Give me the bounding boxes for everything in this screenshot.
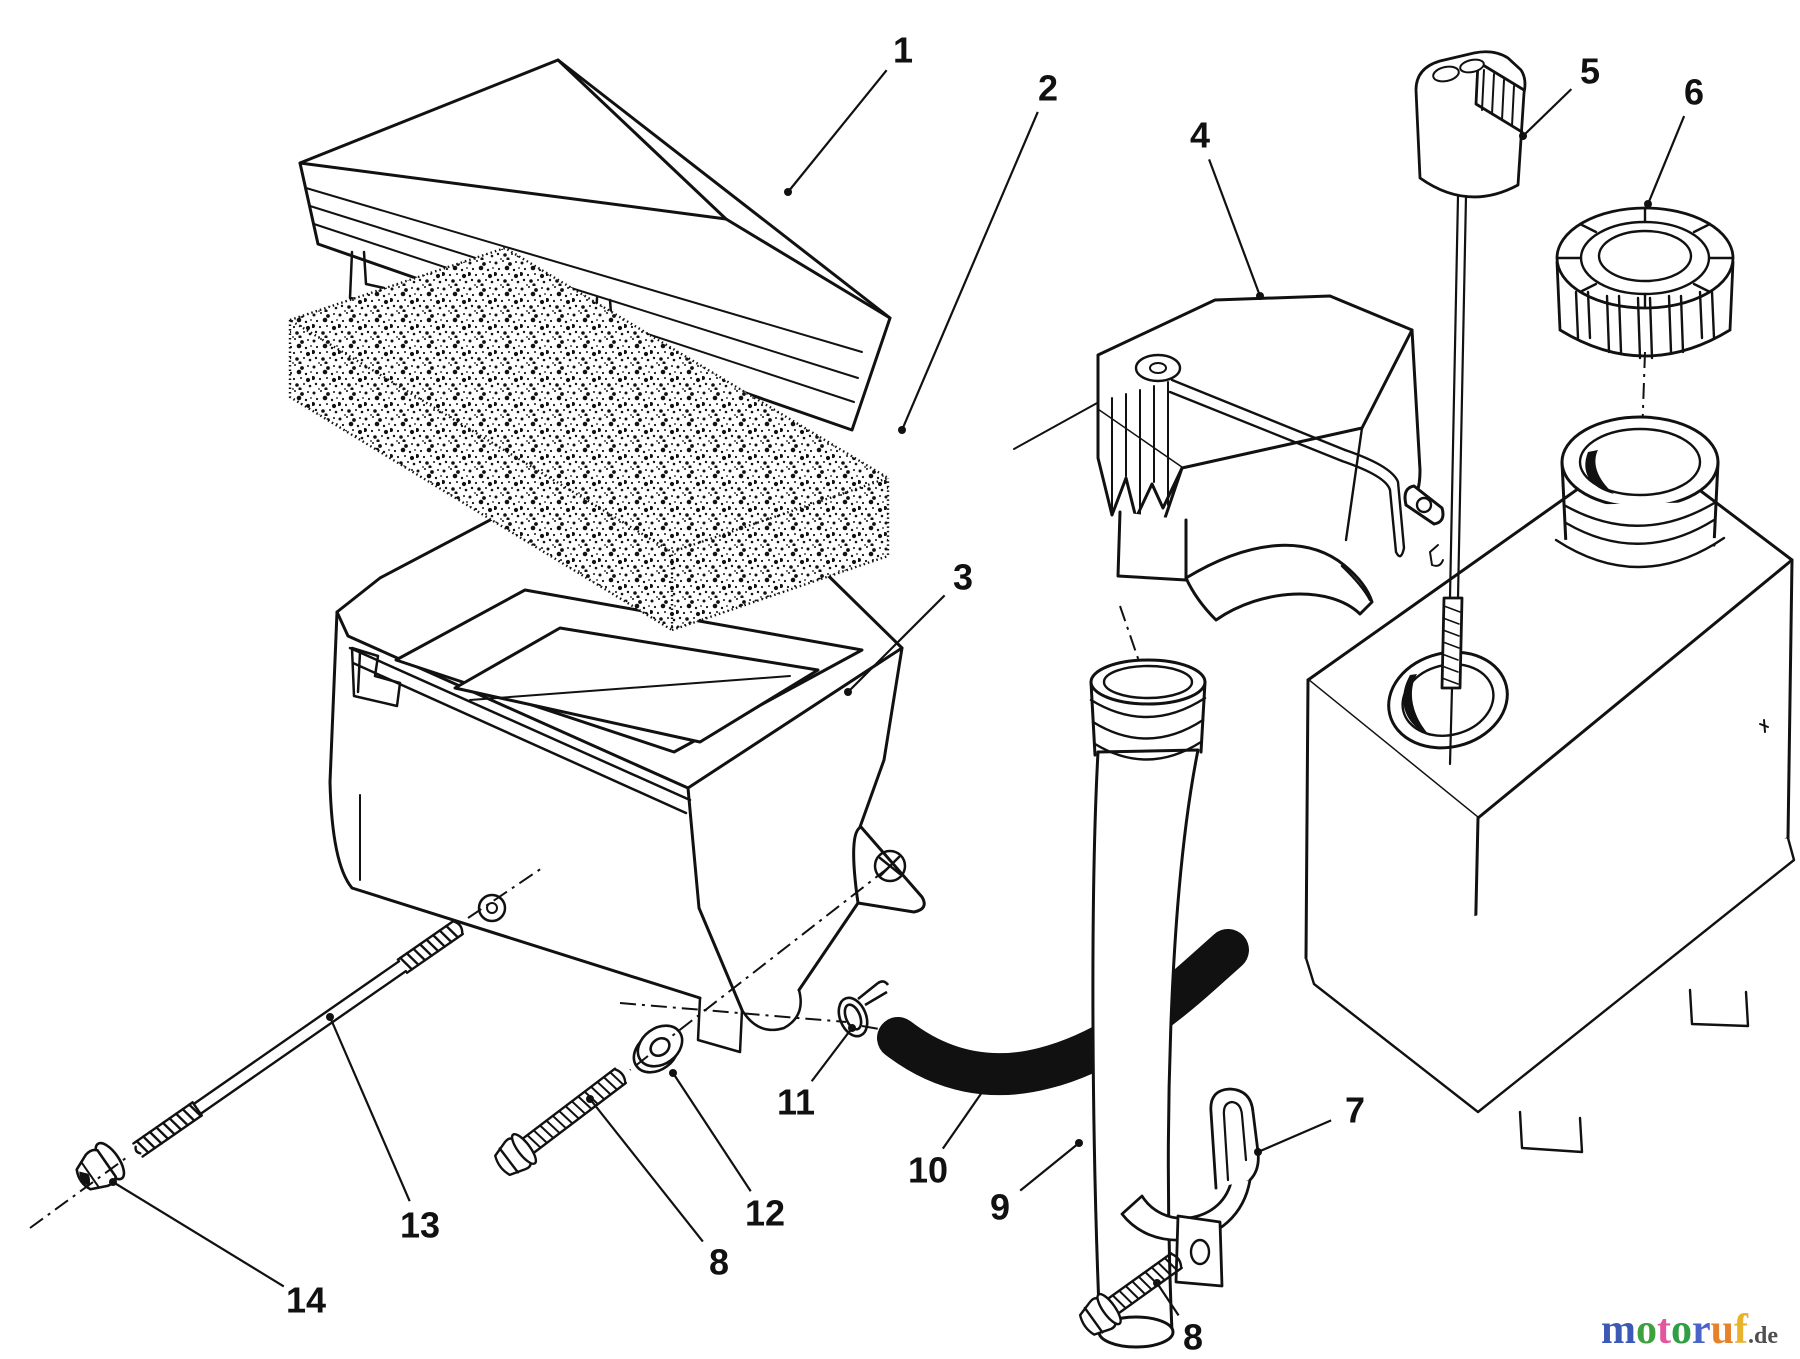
part-label-6[interactable]: 6 xyxy=(1684,72,1704,113)
leader-line-9-8 xyxy=(1019,1142,1080,1192)
part-label-9[interactable]: 9 xyxy=(990,1187,1010,1228)
flange-nut-drawing xyxy=(75,1141,126,1191)
logo-letter-u: u xyxy=(1710,1307,1734,1353)
part-label-4[interactable]: 4 xyxy=(1190,115,1210,156)
leader-dot-8-14 xyxy=(1153,1279,1161,1287)
leader-line-3-2 xyxy=(847,594,946,693)
part-label-11[interactable]: 11 xyxy=(777,1082,815,1123)
part-label-10[interactable]: 10 xyxy=(908,1150,948,1191)
leader-line-1-0 xyxy=(787,69,888,193)
part-label-14[interactable]: 14 xyxy=(286,1280,326,1321)
leader-line-13-12 xyxy=(328,1016,411,1202)
leader-dot-3-2 xyxy=(844,688,852,696)
logo-letter-o: o xyxy=(1635,1307,1657,1353)
leader-line-12-11 xyxy=(672,1072,752,1192)
motoruf-logo[interactable]: motoruf.de xyxy=(1601,1309,1778,1351)
logo-letter-r: r xyxy=(1691,1307,1711,1353)
leader-dot-9-8 xyxy=(1075,1139,1083,1147)
logo-letter-m: m xyxy=(1600,1307,1636,1353)
logo-letter-t: t xyxy=(1656,1307,1671,1353)
fuel-hose-drawing xyxy=(877,929,1249,1096)
leader-line-5-4 xyxy=(1522,88,1573,137)
logo-letter-o: o xyxy=(1670,1307,1692,1353)
part-label-12[interactable]: 12 xyxy=(745,1193,785,1234)
fill-tube-drawing xyxy=(1089,658,1207,1349)
logo-letter-f: f xyxy=(1734,1307,1748,1353)
leader-dot-10-9 xyxy=(981,1084,989,1092)
long-bolt-drawing xyxy=(132,919,465,1158)
tank-top-housing-drawing xyxy=(1013,294,1445,622)
part-label-8[interactable]: 8 xyxy=(1183,1317,1203,1358)
leader-dot-1-0 xyxy=(784,188,792,196)
air-cleaner-cover-drawing xyxy=(298,58,892,432)
motoruf-logo-suffix: .de xyxy=(1748,1323,1778,1349)
leader-dot-4-3 xyxy=(1256,292,1264,300)
part-label-5[interactable]: 5 xyxy=(1580,51,1600,92)
leader-line-8-7 xyxy=(589,1098,704,1243)
leader-dot-8-7 xyxy=(586,1095,594,1103)
leader-dot-11-10 xyxy=(848,1024,856,1032)
mounting-bracket-drawing xyxy=(1120,1087,1260,1288)
grommet-clip-drawing xyxy=(837,980,890,1038)
part-label-3[interactable]: 3 xyxy=(953,557,973,598)
leader-dot-12-11 xyxy=(669,1069,677,1077)
leader-line-4-3 xyxy=(1208,158,1262,297)
foam-filter-element-drawing xyxy=(287,246,891,633)
washer-drawing xyxy=(632,1024,684,1074)
leader-line-2-1 xyxy=(900,111,1039,431)
part-label-7[interactable]: 7 xyxy=(1345,1090,1365,1131)
part-label-2[interactable]: 2 xyxy=(1038,68,1058,109)
leader-line-14-13 xyxy=(112,1181,285,1288)
part-label-1[interactable]: 1 xyxy=(893,30,913,71)
leader-line-7-6 xyxy=(1257,1119,1332,1154)
leader-line-10-9 xyxy=(941,1087,986,1150)
leader-dot-6-5 xyxy=(1644,200,1652,208)
flange-bolt-right-drawing xyxy=(1078,1252,1183,1336)
part-label-8[interactable]: 8 xyxy=(709,1242,729,1283)
fuel-cap-drawing xyxy=(1555,206,1735,360)
leader-dot-2-1 xyxy=(898,426,906,434)
leader-dot-5-4 xyxy=(1519,132,1527,140)
leader-line-8-14 xyxy=(1156,1282,1180,1316)
fuel-tank-drawing xyxy=(1304,415,1796,1154)
leader-line-6-5 xyxy=(1646,115,1686,205)
leader-line-11-10 xyxy=(810,1027,853,1082)
motoruf-logo-word: motoruf xyxy=(1601,1307,1748,1353)
fuel-gauge-dipstick-drawing xyxy=(1414,50,1527,766)
leader-dot-13-12 xyxy=(326,1013,334,1021)
flange-bolt-left-drawing xyxy=(494,1067,628,1177)
leader-dot-14-13 xyxy=(109,1178,117,1186)
leader-dot-7-6 xyxy=(1254,1148,1262,1156)
part-label-13[interactable]: 13 xyxy=(400,1205,440,1246)
